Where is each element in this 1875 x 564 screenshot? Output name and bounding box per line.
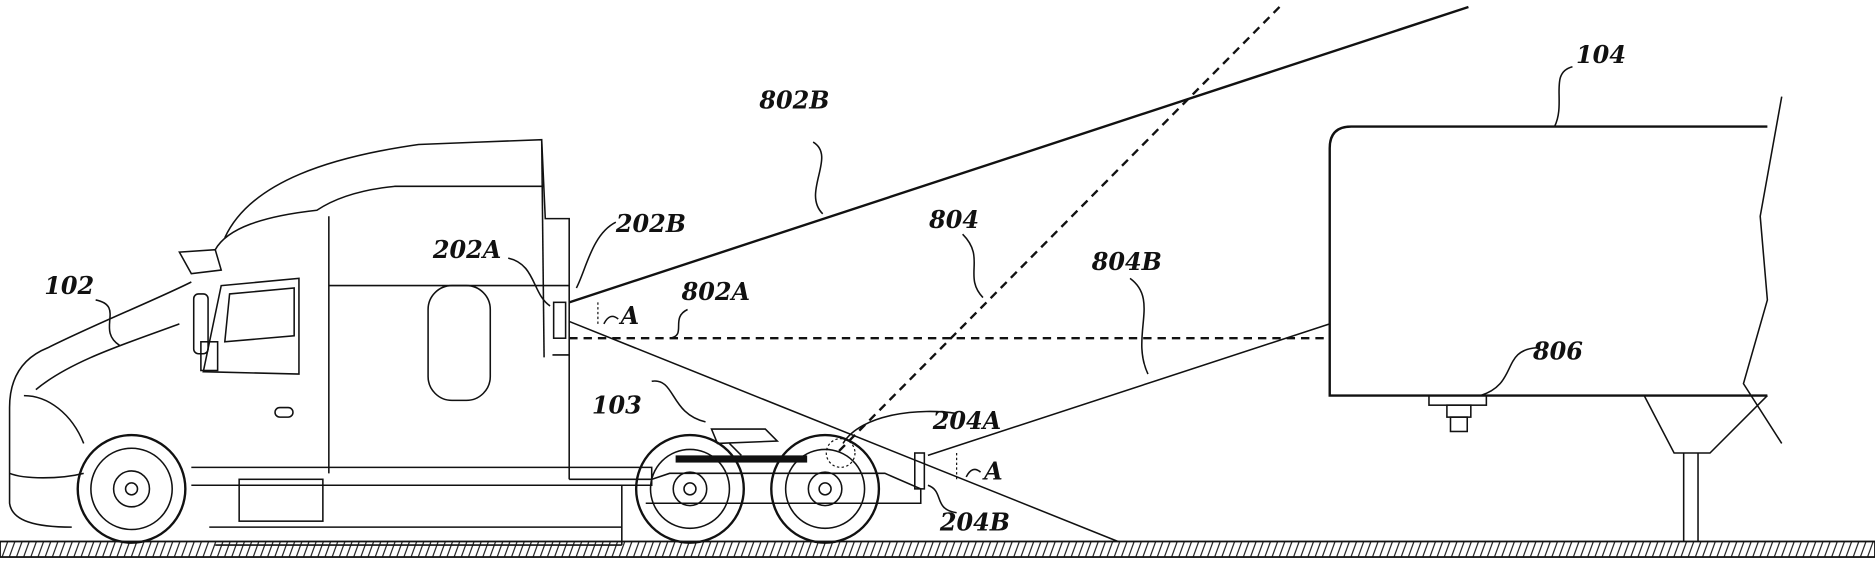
label-104: 104 xyxy=(1576,41,1626,69)
field-boundary-802b xyxy=(568,5,1469,304)
label-806: 806 xyxy=(1532,338,1583,366)
label-202b: 202B xyxy=(615,210,686,238)
label-102: 102 xyxy=(44,272,94,300)
label-802b: 802B xyxy=(758,87,829,115)
leader-lines xyxy=(95,66,1573,514)
label-802a: 802A xyxy=(681,278,750,306)
sensor-202 xyxy=(552,301,567,339)
label-204b: 204B xyxy=(939,509,1010,537)
mirror-lower xyxy=(200,341,219,372)
label-angle-upper: A xyxy=(619,302,640,330)
label-804b: 804B xyxy=(1091,248,1162,276)
label-804: 804 xyxy=(928,206,979,234)
ground xyxy=(0,540,1875,558)
fifth-wheel xyxy=(675,428,808,463)
label-angle-lower: A xyxy=(982,457,1003,485)
front-wheel xyxy=(76,433,187,544)
truck xyxy=(8,138,926,546)
label-103: 103 xyxy=(592,392,642,420)
label-204a: 204A xyxy=(932,407,1001,435)
field-of-view-802 xyxy=(568,5,1469,543)
field-boundary-804b xyxy=(927,323,1330,457)
label-202a: 202A xyxy=(432,236,501,264)
rear-wheel-1 xyxy=(634,433,745,544)
rear-wheel-2 xyxy=(770,433,881,544)
kingpin xyxy=(1428,394,1488,433)
field-of-view-804 xyxy=(836,6,1330,457)
field-boundary-804 xyxy=(836,6,1281,454)
field-boundary-lower xyxy=(568,320,1119,543)
trailer xyxy=(1328,96,1783,542)
reference-labels: 102 103 104 802B 202B 202A 804 802A 804B… xyxy=(44,41,1626,537)
sensor-204 xyxy=(914,452,926,490)
